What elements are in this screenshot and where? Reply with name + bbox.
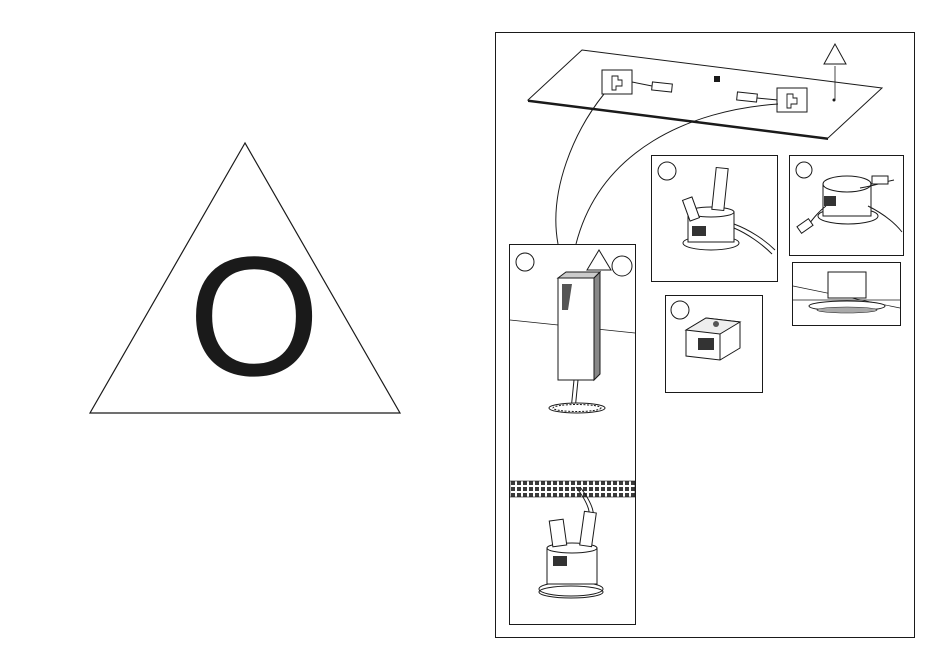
step-circle-icon — [658, 162, 676, 180]
flush-mount-panel — [793, 263, 901, 326]
installation-diagram — [495, 32, 915, 638]
step-circle-icon — [671, 301, 689, 319]
ceiling-grid-icon — [510, 481, 635, 497]
step-circle-icon — [796, 162, 812, 178]
drill-step-panel — [510, 245, 636, 625]
wiring-panel — [790, 156, 904, 256]
step-circle-icon — [516, 253, 534, 271]
leader-line-left — [556, 94, 604, 244]
caution-triangle-top-icon — [824, 44, 846, 64]
mounting-clip-panel — [652, 156, 778, 282]
terminal-block-panel — [666, 296, 763, 393]
left-page: O — [0, 0, 475, 672]
step-circle-icon — [612, 256, 632, 276]
warning-letter: O — [188, 232, 300, 402]
